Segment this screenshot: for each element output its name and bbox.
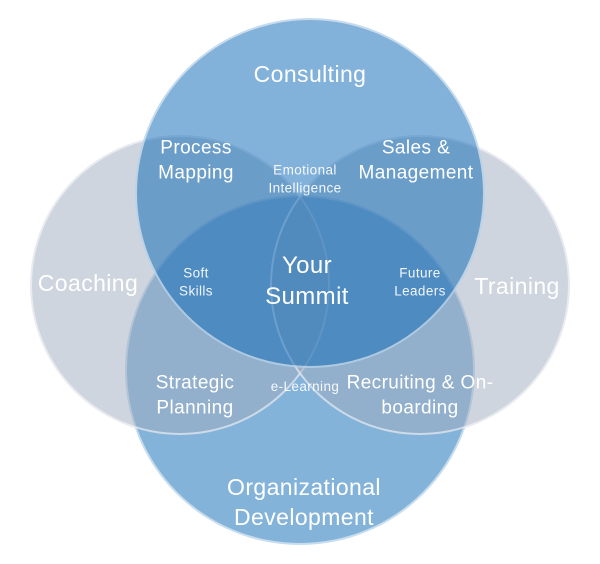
circle-consulting	[135, 18, 485, 368]
label-emotional-intelligence: Emotional Intelligence	[268, 162, 342, 195]
label-consulting: Consulting	[253, 61, 367, 88]
label-coaching: Coaching	[37, 270, 139, 297]
label-training: Training	[474, 273, 560, 300]
label-e-learning: e-Learning	[270, 379, 340, 395]
label-organizational-development: Organizational Development	[227, 474, 381, 530]
label-future-leaders: Future Leaders	[394, 265, 446, 298]
label-process-mapping: Process Mapping	[158, 137, 234, 183]
label-sales-management: Sales & Management	[358, 137, 474, 183]
label-recruiting-onboarding: Recruiting & On-boarding	[346, 372, 494, 418]
label-soft-skills: Soft Skills	[179, 265, 213, 298]
label-your-summit: Your Summit	[265, 251, 349, 310]
label-strategic-planning: Strategic Planning	[155, 372, 235, 418]
